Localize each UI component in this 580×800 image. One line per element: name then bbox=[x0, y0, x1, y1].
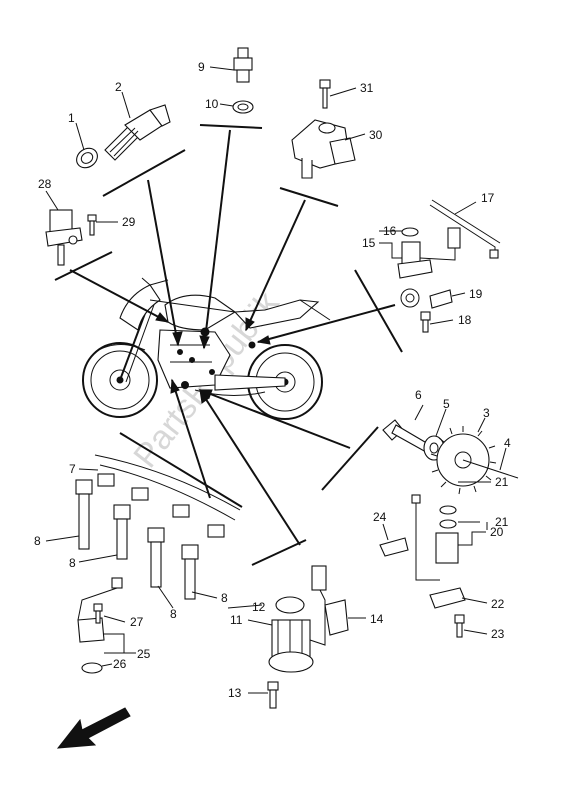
part-2-temperature-sensor bbox=[104, 104, 171, 161]
part-15-sensor bbox=[397, 227, 461, 279]
leader-lines bbox=[45, 66, 507, 694]
label-part-25: 25 bbox=[137, 647, 151, 661]
label-part-20: 20 bbox=[490, 525, 504, 539]
callout-lines bbox=[69, 129, 396, 546]
label-part-17: 17 bbox=[481, 191, 495, 205]
part-8-ignition-coil-1 bbox=[75, 479, 93, 550]
label-part-8-c: 8 bbox=[170, 607, 177, 621]
part-7-harness bbox=[94, 454, 241, 538]
part-18-bolt bbox=[420, 311, 431, 333]
label-part-26: 26 bbox=[113, 657, 127, 671]
part-29-screw bbox=[68, 214, 97, 245]
part-number-labels: 1 2 3 4 5 6 7 8 8 8 8 9 10 11 12 13 14 1… bbox=[34, 60, 511, 700]
label-part-6: 6 bbox=[415, 388, 422, 402]
part-11-solenoid bbox=[268, 565, 327, 673]
part-8-ignition-coil-4 bbox=[181, 544, 199, 600]
label-part-8-a: 8 bbox=[34, 534, 41, 548]
label-part-23: 23 bbox=[491, 627, 505, 641]
label-part-16: 16 bbox=[383, 224, 397, 238]
part-20-sensor-lead bbox=[411, 494, 459, 581]
label-part-14: 14 bbox=[370, 612, 384, 626]
label-part-18: 18 bbox=[458, 313, 472, 327]
label-part-15: 15 bbox=[362, 236, 376, 250]
part-4-pin bbox=[462, 459, 519, 479]
label-part-21-b: 21 bbox=[495, 515, 509, 529]
part-22-bracket bbox=[429, 587, 466, 609]
part-14-clamp bbox=[324, 599, 349, 636]
part-16-o-ring bbox=[401, 227, 419, 237]
part-6-bolt bbox=[382, 419, 431, 453]
label-part-30: 30 bbox=[369, 128, 383, 142]
label-part-2: 2 bbox=[115, 80, 122, 94]
part-10-washer bbox=[232, 100, 254, 114]
part-26-o-ring bbox=[81, 662, 103, 674]
label-part-19: 19 bbox=[469, 287, 483, 301]
label-part-11: 11 bbox=[230, 613, 243, 627]
label-part-24: 24 bbox=[373, 510, 387, 524]
label-part-4: 4 bbox=[504, 436, 511, 450]
part-8-ignition-coil-3 bbox=[147, 527, 165, 588]
label-part-31: 31 bbox=[360, 81, 374, 95]
part-8-ignition-coil-2 bbox=[113, 504, 131, 560]
zone-brackets bbox=[54, 124, 403, 566]
label-part-28: 28 bbox=[38, 177, 52, 191]
part-31-bolt bbox=[319, 79, 331, 109]
label-part-27: 27 bbox=[130, 615, 144, 629]
label-part-1: 1 bbox=[68, 111, 75, 125]
label-part-8-d: 8 bbox=[221, 591, 228, 605]
label-part-7: 7 bbox=[69, 462, 76, 476]
part-12-o-ring bbox=[275, 596, 305, 614]
label-part-13: 13 bbox=[228, 686, 242, 700]
part-19-clamp bbox=[400, 288, 453, 309]
label-part-12: 12 bbox=[252, 600, 266, 614]
label-part-5: 5 bbox=[443, 397, 450, 411]
label-part-21-a: 21 bbox=[495, 475, 509, 489]
label-part-22: 22 bbox=[491, 597, 505, 611]
front-direction-arrow bbox=[56, 707, 131, 749]
part-1-washer bbox=[76, 147, 98, 169]
part-23-bolt bbox=[454, 614, 465, 638]
label-part-10: 10 bbox=[205, 97, 219, 111]
part-17-wire bbox=[429, 199, 501, 259]
part-30-pressure-sensor bbox=[291, 119, 356, 179]
label-part-29: 29 bbox=[122, 215, 136, 229]
part-25-sensor bbox=[77, 577, 123, 643]
label-part-8-b: 8 bbox=[69, 556, 76, 570]
part-9-switch bbox=[233, 47, 253, 83]
part-21-o-ring bbox=[439, 505, 457, 529]
label-part-9: 9 bbox=[198, 60, 205, 74]
part-27-bolt bbox=[93, 603, 103, 624]
part-24-clip bbox=[379, 537, 409, 557]
label-part-3: 3 bbox=[483, 406, 490, 420]
part-13-bolt bbox=[267, 681, 279, 709]
